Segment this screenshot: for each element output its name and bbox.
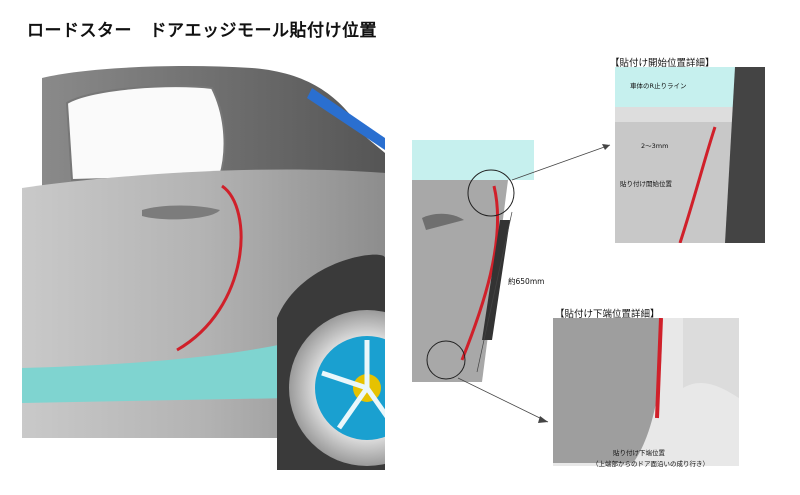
top-detail-title: 【貼付け開始位置詳細】 bbox=[608, 55, 717, 69]
car-side-view-image bbox=[22, 58, 385, 470]
start-position-detail-image bbox=[615, 67, 765, 243]
top-detail-marker bbox=[465, 167, 517, 219]
door-closeup-image bbox=[412, 140, 534, 382]
gap-label: 2～3mm bbox=[641, 142, 669, 150]
page-title: ロードスター ドアエッジモール貼付け位置 bbox=[27, 21, 377, 41]
bottom-detail-title: 【貼付け下端位置詳細】 bbox=[553, 306, 662, 320]
bottom-detail-marker bbox=[424, 338, 468, 382]
end-note-label: （上端部からのドア面沿いの成り行き） bbox=[592, 460, 709, 468]
start-position-label: 貼り付け開始位置 bbox=[620, 180, 672, 188]
length-label: 約650mm bbox=[508, 277, 545, 286]
body-r-line-label: 車体のR止りライン bbox=[630, 82, 687, 90]
door-edge-molding-line bbox=[176, 184, 243, 352]
end-position-detail-image bbox=[553, 318, 739, 466]
end-position-label: 貼り付け下端位置 bbox=[613, 449, 665, 457]
